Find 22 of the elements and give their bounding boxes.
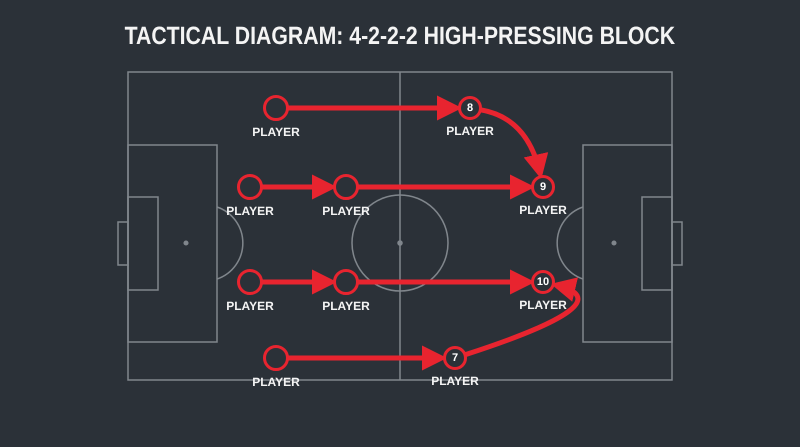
player-label: PLAYER <box>252 125 300 139</box>
player-label: PLAYER <box>226 204 274 218</box>
player-label: PLAYER <box>519 298 567 312</box>
diagram-title: TACTICAL DIAGRAM: 4-2-2-2 HIGH-PRESSING BLOCK <box>124 22 676 51</box>
player-circle <box>237 174 263 200</box>
player-circle <box>333 174 359 200</box>
player-label: PLAYER <box>446 124 494 138</box>
player-circle <box>333 269 359 295</box>
player-label: PLAYER <box>519 203 567 217</box>
player-label: PLAYER <box>322 299 370 313</box>
player-circle: 7 <box>443 346 467 370</box>
player-circle <box>263 95 289 121</box>
player-label: PLAYER <box>322 204 370 218</box>
player-label: PLAYER <box>431 374 479 388</box>
player-label: PLAYER <box>252 375 300 389</box>
player-circle: 9 <box>531 175 555 199</box>
player-circle <box>263 345 289 371</box>
player-label: PLAYER <box>226 299 274 313</box>
arrow <box>464 278 580 357</box>
player-circle <box>237 269 263 295</box>
player-circle: 10 <box>531 270 555 294</box>
player-circle: 8 <box>458 96 482 120</box>
